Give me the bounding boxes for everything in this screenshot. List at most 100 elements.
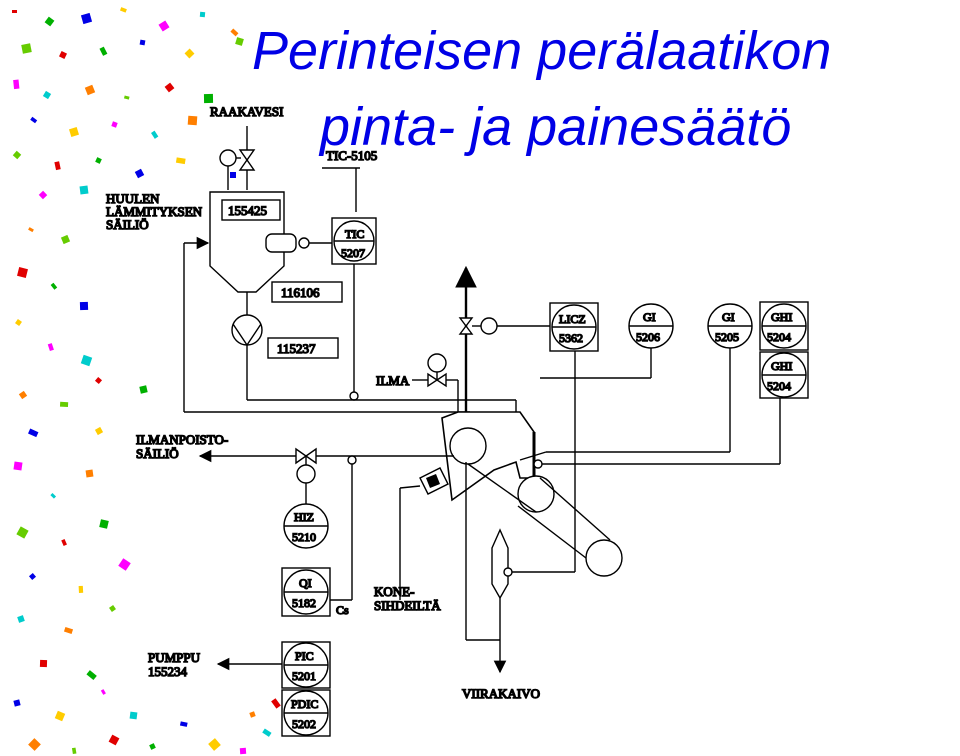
confetti-piece — [94, 376, 103, 385]
confetti-piece — [12, 10, 17, 13]
confetti-piece — [95, 157, 102, 164]
tic-num: 5207 — [341, 246, 365, 260]
confetti-piece — [17, 267, 28, 278]
headbox-roll — [449, 427, 487, 465]
label-ilmanpoisto-2: SÄILIÖ — [136, 446, 179, 461]
confetti-piece — [28, 428, 39, 438]
hiz-tag: HIZ — [294, 510, 314, 524]
confetti-piece — [109, 605, 116, 612]
confetti-piece — [129, 711, 138, 720]
confetti-piece — [63, 626, 74, 634]
licz-tag: LICZ — [559, 312, 586, 326]
confetti-piece — [42, 90, 52, 100]
confetti-piece — [44, 16, 55, 27]
tank-label-3: SÄILIÖ — [106, 217, 149, 232]
confetti-piece — [59, 401, 69, 408]
confetti-piece — [17, 615, 25, 623]
ghi2-tag: GHI — [771, 359, 792, 373]
confetti-piece — [84, 84, 96, 96]
heater-element-icon — [265, 233, 297, 253]
confetti-piece — [208, 738, 221, 751]
pdic-tag: PDIC — [291, 697, 318, 711]
confetti-piece — [47, 343, 54, 352]
confetti-piece — [13, 699, 21, 707]
confetti-piece — [99, 46, 108, 56]
confetti-piece — [50, 492, 57, 499]
qi-tag: QI — [299, 576, 312, 590]
tag-box-155425 — [221, 199, 281, 221]
ghi1-num: 5204 — [767, 330, 791, 344]
confetti-piece — [100, 689, 106, 695]
confetti-piece — [239, 747, 247, 755]
confetti-piece — [28, 572, 37, 581]
confetti-piece — [79, 301, 89, 311]
vent-valve-icon — [458, 317, 474, 335]
confetti-piece — [158, 20, 170, 32]
confetti-piece — [249, 711, 256, 718]
confetti-piece — [139, 39, 146, 46]
confetti-piece — [38, 190, 48, 200]
slide-title-line-1: Perinteisen perälaatikon — [252, 21, 832, 81]
confetti-piece — [175, 157, 186, 165]
confetti-piece — [80, 354, 93, 367]
confetti-piece — [187, 115, 198, 126]
confetti-piece — [58, 50, 68, 60]
label-cs: Cs — [336, 603, 349, 617]
confetti-piece — [86, 670, 97, 681]
tic-tag: TIC — [345, 227, 364, 241]
label-pumppu-1: PUMPPU — [148, 650, 201, 665]
screen-filter-icon — [491, 528, 509, 600]
confetti-piece — [235, 37, 244, 46]
label-ilmanpoisto-1: ILMANPOISTO- — [136, 432, 228, 447]
confetti-piece — [262, 728, 272, 737]
confetti-piece — [199, 11, 206, 18]
gi1-tag: GI — [643, 310, 656, 324]
gi2-tag: GI — [722, 310, 735, 324]
confetti-piece — [111, 121, 118, 128]
label-viirakaivo: VIIRAKAIVO — [462, 686, 540, 701]
confetti-piece — [13, 461, 23, 471]
tag-box-116106 — [271, 281, 343, 303]
valve-raakavesi-icon — [238, 149, 256, 171]
confetti-piece — [184, 48, 195, 59]
confetti-piece — [54, 161, 61, 171]
confetti-piece — [69, 127, 79, 137]
tag-115237: 115237 — [277, 341, 316, 356]
confetti-piece — [79, 185, 89, 195]
actuator-icon — [219, 149, 237, 167]
confetti-piece — [118, 558, 131, 571]
tag-116106: 116106 — [281, 285, 320, 300]
confetti-piece — [80, 12, 93, 25]
confetti-piece — [39, 659, 48, 668]
confetti-piece — [54, 710, 66, 722]
tank-label-1: HUULEN — [106, 191, 160, 206]
confetti-piece — [164, 82, 175, 93]
ghi2-num: 5204 — [767, 379, 791, 393]
confetti-piece — [60, 234, 71, 245]
tag-155425: 155425 — [228, 203, 267, 218]
tag-box-115237 — [267, 337, 339, 359]
air-valve-actuator-icon — [427, 353, 447, 373]
confetti-piece — [94, 426, 104, 436]
label-raakavesi: RAAKAVESI — [210, 104, 283, 119]
confetti-piece — [28, 227, 34, 233]
confetti-piece — [30, 116, 38, 124]
gi1-num: 5206 — [636, 330, 660, 344]
gi2-num: 5205 — [715, 330, 739, 344]
label-kone-2: SIHDEILTÄ — [374, 598, 441, 613]
qi-num: 5182 — [292, 596, 316, 610]
confetti-piece — [123, 95, 130, 100]
tank-label-2: LÄMMITYKSEN — [106, 204, 203, 219]
pic-num: 5201 — [292, 669, 316, 683]
couch-roll — [585, 539, 623, 577]
confetti-piece — [15, 319, 22, 326]
ghi1-tag: GHI — [771, 310, 792, 324]
pdic-num: 5202 — [292, 717, 316, 731]
breast-roll — [517, 475, 555, 513]
hiz-num: 5210 — [292, 530, 316, 544]
label-ilma: ILMA — [376, 373, 410, 388]
confetti-piece — [12, 150, 22, 160]
